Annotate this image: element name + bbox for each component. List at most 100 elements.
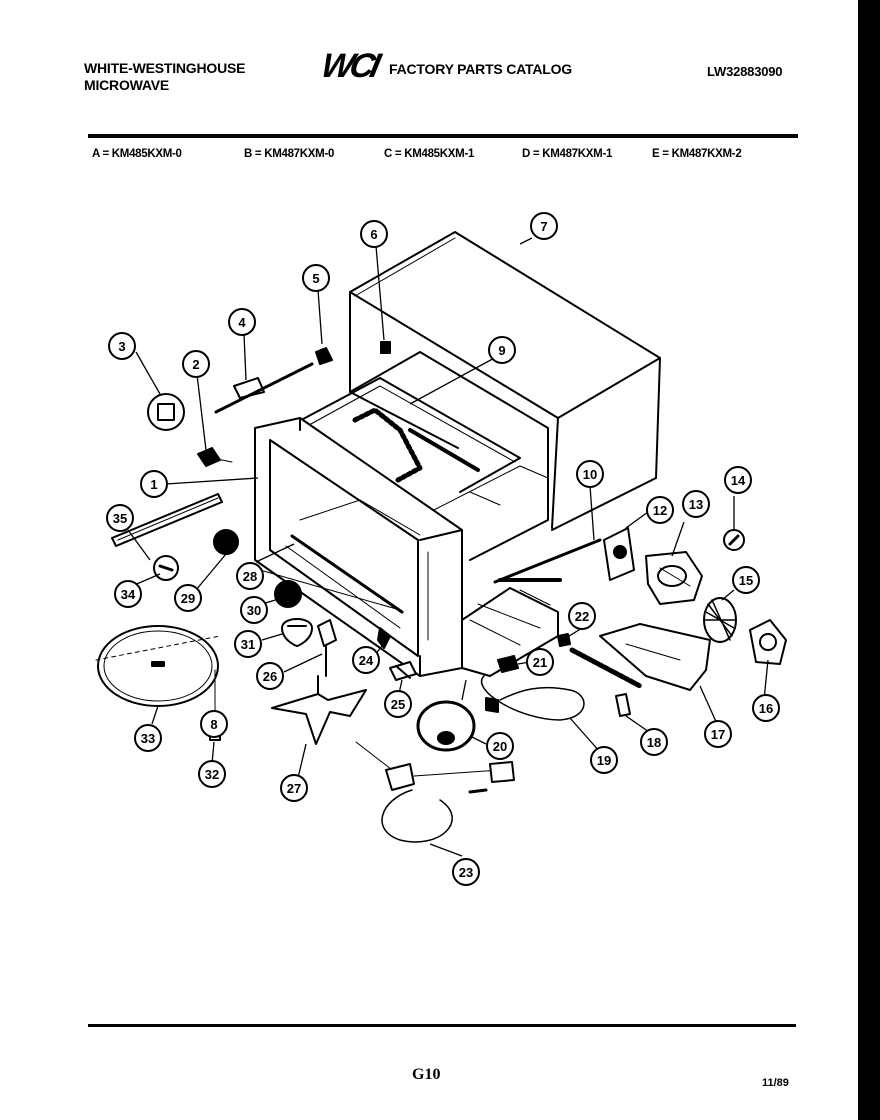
- callout-18: 18: [640, 728, 668, 756]
- callout-23: 23: [452, 858, 480, 886]
- air-guide: [569, 623, 711, 691]
- svg-text:16: 16: [759, 701, 773, 716]
- stirrer-fan: [271, 675, 367, 745]
- page-code: G10: [412, 1066, 441, 1083]
- svg-text:31: 31: [241, 637, 255, 652]
- svg-text:30: 30: [247, 603, 261, 618]
- callout-5: 5: [302, 264, 330, 292]
- callout-1: 1: [140, 470, 168, 498]
- model-b: B = KM487KXM-0: [244, 148, 335, 160]
- callout-22: 22: [568, 602, 596, 630]
- svg-text:7: 7: [540, 219, 547, 234]
- connector-part-25: [389, 661, 417, 681]
- front-frame: [254, 417, 463, 677]
- callout-26: 26: [256, 662, 284, 690]
- callout-10: 10: [576, 460, 604, 488]
- svg-text:12: 12: [653, 503, 667, 518]
- callout-2: 2: [182, 350, 210, 378]
- model-a: A = KM485KXM-0: [92, 148, 182, 160]
- callout-16: 16: [752, 694, 780, 722]
- door-latch: [197, 447, 233, 467]
- clip-part-29: [213, 529, 239, 555]
- svg-text:29: 29: [181, 591, 195, 606]
- product-type: MICROWAVE: [84, 77, 170, 93]
- callout-33: 33: [134, 724, 162, 752]
- svg-text:21: 21: [533, 655, 547, 670]
- model-list: A = KM485KXM-0 B = KM487KXM-0 C = KM485K…: [92, 148, 792, 164]
- motor-coupling: [274, 580, 302, 608]
- catalog-title: FACTORY PARTS CATALOG: [389, 61, 572, 77]
- brand-block: WHITE-WESTINGHOUSE MICROWAVE: [84, 60, 245, 94]
- shelf-rail: [259, 569, 401, 611]
- svg-text:23: 23: [459, 865, 473, 880]
- knob-part-34: [153, 555, 179, 581]
- model-c: C = KM485KXM-1: [384, 148, 475, 160]
- svg-text:9: 9: [498, 343, 505, 358]
- drive-coupler: [317, 619, 337, 677]
- svg-text:17: 17: [711, 727, 725, 742]
- callout-12: 12: [646, 496, 674, 524]
- svg-text:33: 33: [141, 731, 155, 746]
- svg-text:20: 20: [493, 739, 507, 754]
- footer-rule: [88, 1024, 796, 1027]
- callout-28: 28: [236, 562, 264, 590]
- svg-text:4: 4: [238, 315, 246, 330]
- header-rule: [88, 134, 798, 138]
- callout-32: 32: [198, 760, 226, 788]
- svg-text:24: 24: [359, 653, 374, 668]
- stirrer-motor-assy: [355, 741, 515, 843]
- callout-34: 34: [114, 580, 142, 608]
- callout-8: 8: [200, 710, 228, 738]
- callout-31: 31: [234, 630, 262, 658]
- callout-24: 24: [352, 646, 380, 674]
- fuse-part-18: [615, 693, 631, 717]
- switch-part-4: [214, 362, 314, 414]
- svg-text:28: 28: [243, 569, 257, 584]
- callout-17: 17: [704, 720, 732, 748]
- svg-text:26: 26: [263, 669, 277, 684]
- callout-4: 4: [228, 308, 256, 336]
- model-d: D = KM487KXM-1: [522, 148, 613, 160]
- callout-group: 1 2 3 4 5 6 7 8 9 10 12 13 14 15 16 17 1…: [106, 212, 780, 886]
- svg-text:22: 22: [575, 609, 589, 624]
- svg-text:2: 2: [192, 357, 199, 372]
- interlock-switch: [147, 393, 185, 431]
- svg-text:13: 13: [689, 497, 703, 512]
- svg-text:14: 14: [731, 473, 746, 488]
- callout-15: 15: [732, 566, 760, 594]
- svg-text:25: 25: [391, 697, 405, 712]
- blower-wheel: [703, 597, 737, 643]
- svg-text:19: 19: [597, 753, 611, 768]
- guide-rod: [493, 538, 602, 584]
- callout-25: 25: [384, 690, 412, 718]
- callout-3: 3: [108, 332, 136, 360]
- roller-guide: [281, 618, 313, 647]
- base-plate: [461, 578, 562, 677]
- svg-text:8: 8: [210, 717, 217, 732]
- svg-text:32: 32: [205, 767, 219, 782]
- svg-text:15: 15: [739, 573, 753, 588]
- svg-text:1: 1: [150, 477, 157, 492]
- glass-tray: [95, 625, 221, 707]
- catalog-number: LW32883090: [707, 64, 783, 79]
- svg-text:34: 34: [121, 587, 136, 602]
- callout-6: 6: [360, 220, 388, 248]
- callout-30: 30: [240, 596, 268, 624]
- callout-19: 19: [590, 746, 618, 774]
- svg-text:35: 35: [113, 511, 127, 526]
- page-edge-bar: [858, 0, 880, 1120]
- screw-part-22: [557, 633, 571, 647]
- fan-nut: [723, 529, 745, 551]
- callout-27: 27: [280, 774, 308, 802]
- svg-text:5: 5: [312, 271, 319, 286]
- callout-21: 21: [526, 648, 554, 676]
- callout-20: 20: [486, 732, 514, 760]
- turntable-motor: [416, 700, 476, 752]
- connector-part-5: [315, 347, 333, 365]
- callout-35: 35: [106, 504, 134, 532]
- brand-name: WHITE-WESTINGHOUSE: [84, 60, 246, 76]
- svg-text:3: 3: [118, 339, 125, 354]
- svg-text:10: 10: [583, 467, 597, 482]
- fan-motor: [645, 551, 703, 605]
